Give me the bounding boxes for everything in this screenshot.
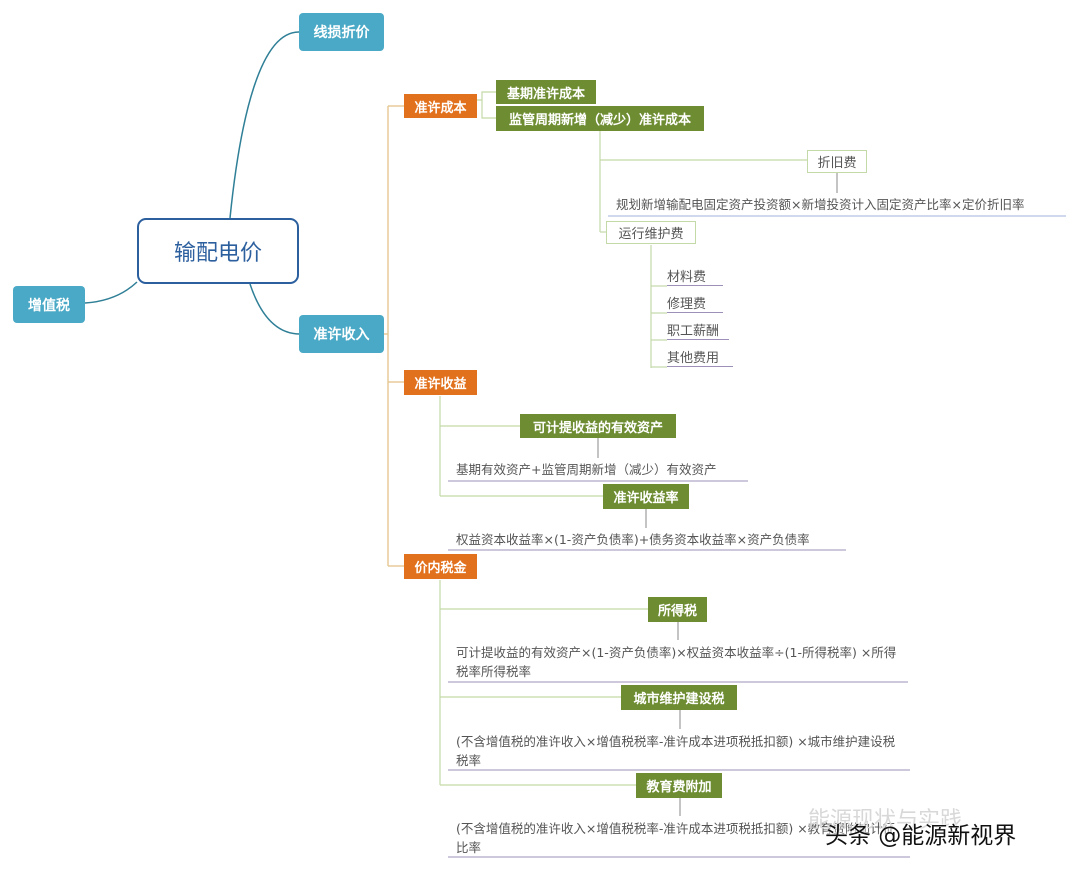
cost-connectors <box>477 91 807 368</box>
allowed-cost-node[interactable]: 准许成本 <box>404 94 477 118</box>
line-loss-node[interactable]: 线损折价 <box>299 13 384 51</box>
depreciation-formula: 规划新增输配电固定资产投资额×新增投资计入固定资产比率×定价折旧率 <box>616 197 1025 212</box>
operation-item-materials[interactable]: 材料费 <box>667 266 723 286</box>
return-connectors <box>439 396 603 497</box>
return-rate-node[interactable]: 准许收益率 <box>603 484 689 509</box>
operation-item-other[interactable]: 其他费用 <box>667 347 733 367</box>
operation-item-salary[interactable]: 职工薪酬 <box>667 320 729 340</box>
tax-connectors <box>439 580 648 786</box>
effective-assets-formula: 基期有效资产+监管周期新增（减少）有效资产 <box>456 462 717 477</box>
income-tax-formula: 可计提收益的有效资产×(1-资产负债率)×权益资本收益率÷(1-所得税率) ×所… <box>456 645 897 679</box>
return-rate-formula: 权益资本收益率×(1-资产负债率)+债务资本收益率×资产负债率 <box>456 532 810 547</box>
depreciation-node[interactable]: 折旧费 <box>807 150 867 173</box>
connector-revenue <box>249 283 301 335</box>
base-cost-node[interactable]: 基期准许成本 <box>496 80 596 104</box>
revenue-trunk <box>384 105 404 567</box>
vat-node[interactable]: 增值税 <box>13 286 85 323</box>
allowed-revenue-node[interactable]: 准许收入 <box>299 315 384 353</box>
edu-tax-formula: (不含增值税的准许收入×增值税税率-准许成本进项税抵扣额) ×教育费附加计征比率 <box>456 821 896 855</box>
edu-tax-node[interactable]: 教育费附加 <box>636 773 722 798</box>
operation-item-repair[interactable]: 修理费 <box>667 293 723 313</box>
connector-line-loss <box>229 31 301 219</box>
income-tax-node[interactable]: 所得税 <box>648 597 707 622</box>
connector-vat <box>84 281 138 304</box>
effective-assets-node[interactable]: 可计提收益的有效资产 <box>520 414 676 438</box>
city-tax-node[interactable]: 城市维护建设税 <box>621 685 737 710</box>
allowed-return-node[interactable]: 准许收益 <box>404 370 477 395</box>
tax-node[interactable]: 价内税金 <box>404 554 477 579</box>
watermark-main: 头条 @能源新视界 <box>825 823 1017 849</box>
operation-node[interactable]: 运行维护费 <box>606 221 696 244</box>
new-cost-node[interactable]: 监管周期新增（减少）准许成本 <box>496 106 704 131</box>
city-tax-formula: (不含增值税的准许收入×增值税税率-准许成本进项税抵扣额) ×城市维护建设税税率 <box>456 734 896 768</box>
watermark-faint: 能源现状与实践 <box>808 808 963 833</box>
root-node[interactable]: 输配电价 <box>137 218 299 284</box>
